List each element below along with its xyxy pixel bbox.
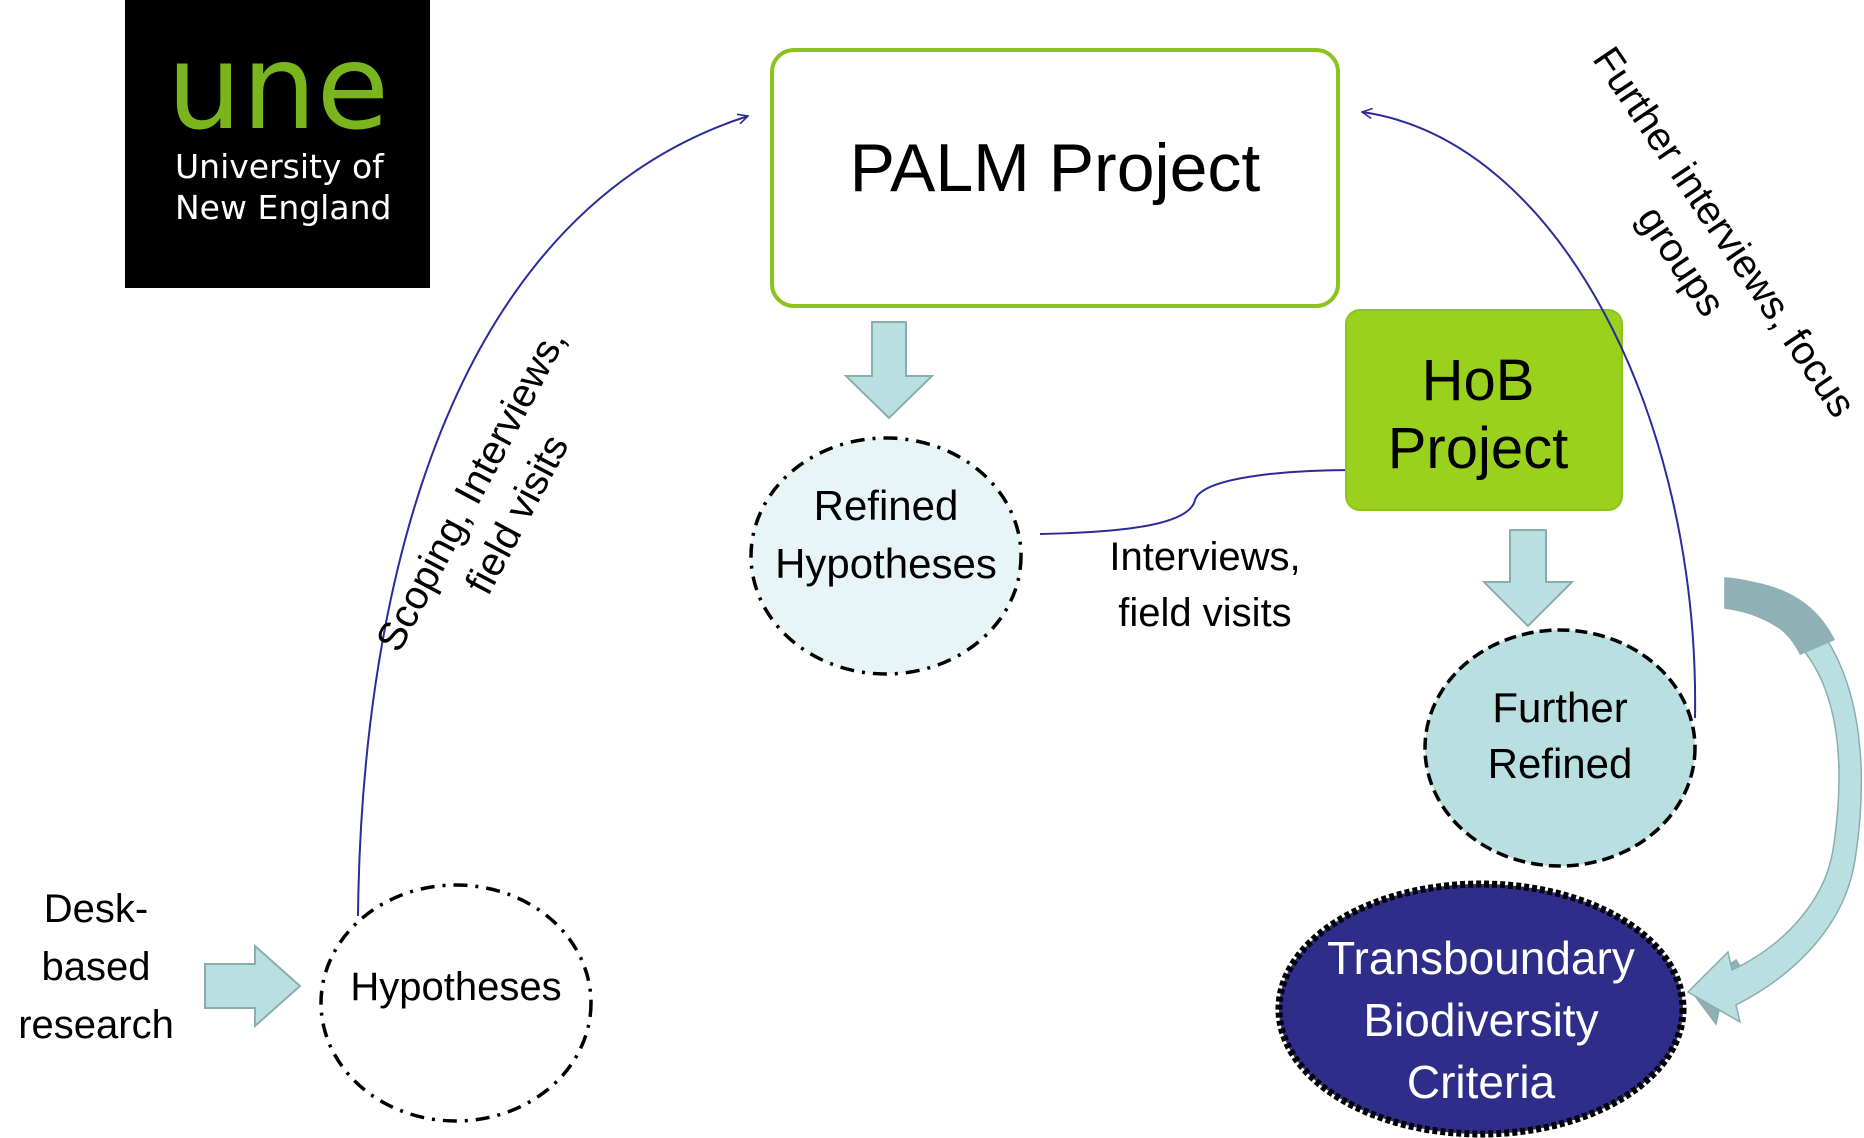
interviews-label: Interviews, field visits [1109, 535, 1300, 635]
hypotheses-to-palm-connector [357, 116, 748, 917]
refined-to-hob-connector [1039, 470, 1356, 535]
hob-line-1: HoB [1422, 348, 1535, 413]
criteria-line-1: Transboundary [1327, 932, 1635, 984]
hypotheses-node: Hypotheses [319, 883, 593, 1123]
une-logo: une University of New England [125, 0, 430, 288]
refined-hypotheses-node: Refined Hypotheses [749, 436, 1023, 676]
further-to-criteria-arrow [1686, 577, 1863, 1024]
desk-to-hypotheses-arrow [204, 943, 302, 1029]
interviews-line-2: field visits [1118, 591, 1291, 635]
scoping-label: Scoping, Interviews, field visits [368, 322, 577, 659]
desk-research-label: Desk- based research [18, 887, 174, 1047]
further-line-1: Further [1492, 684, 1627, 731]
palm-to-refined-arrow [843, 321, 935, 420]
refined-line-1: Refined [814, 482, 959, 529]
further-refined-node: Further Refined [1423, 628, 1697, 868]
hypotheses-circle [319, 883, 593, 1123]
further-to-palm-connector [1362, 112, 1697, 719]
further-refined-circle [1423, 628, 1697, 868]
further-line-2: Refined [1488, 740, 1633, 787]
hob-to-further-arrow [1481, 529, 1575, 628]
logo-wordmark: une [167, 18, 389, 156]
palm-project-label: PALM Project [850, 130, 1261, 206]
logo-line-2: New England [175, 188, 391, 227]
further-interviews-line-1: Further interviews, focus [1584, 39, 1864, 425]
hob-line-2: Project [1388, 416, 1569, 481]
palm-project-box [770, 48, 1340, 308]
interviews-line-1: Interviews, [1109, 535, 1300, 579]
desk-research-line-3: research [18, 1003, 174, 1047]
desk-research-line-2: based [42, 945, 151, 989]
curved-arrow-shadow [1725, 578, 1835, 655]
logo-line-1: University of [175, 147, 385, 186]
hob-project-node: HoB Project [1345, 309, 1623, 511]
criteria-ellipse [1275, 880, 1687, 1138]
hob-project-box [1345, 309, 1623, 511]
logo-background [125, 0, 430, 288]
refined-line-2: Hypotheses [775, 540, 997, 587]
refined-hypotheses-circle [749, 436, 1023, 676]
criteria-node: Transboundary Biodiversity Criteria [1275, 880, 1687, 1138]
palm-project-node: PALM Project [770, 48, 1340, 308]
criteria-line-2: Biodiversity [1363, 994, 1598, 1046]
hypotheses-label: Hypotheses [350, 965, 561, 1009]
criteria-line-3: Criteria [1407, 1056, 1556, 1108]
desk-research-line-1: Desk- [44, 887, 148, 931]
